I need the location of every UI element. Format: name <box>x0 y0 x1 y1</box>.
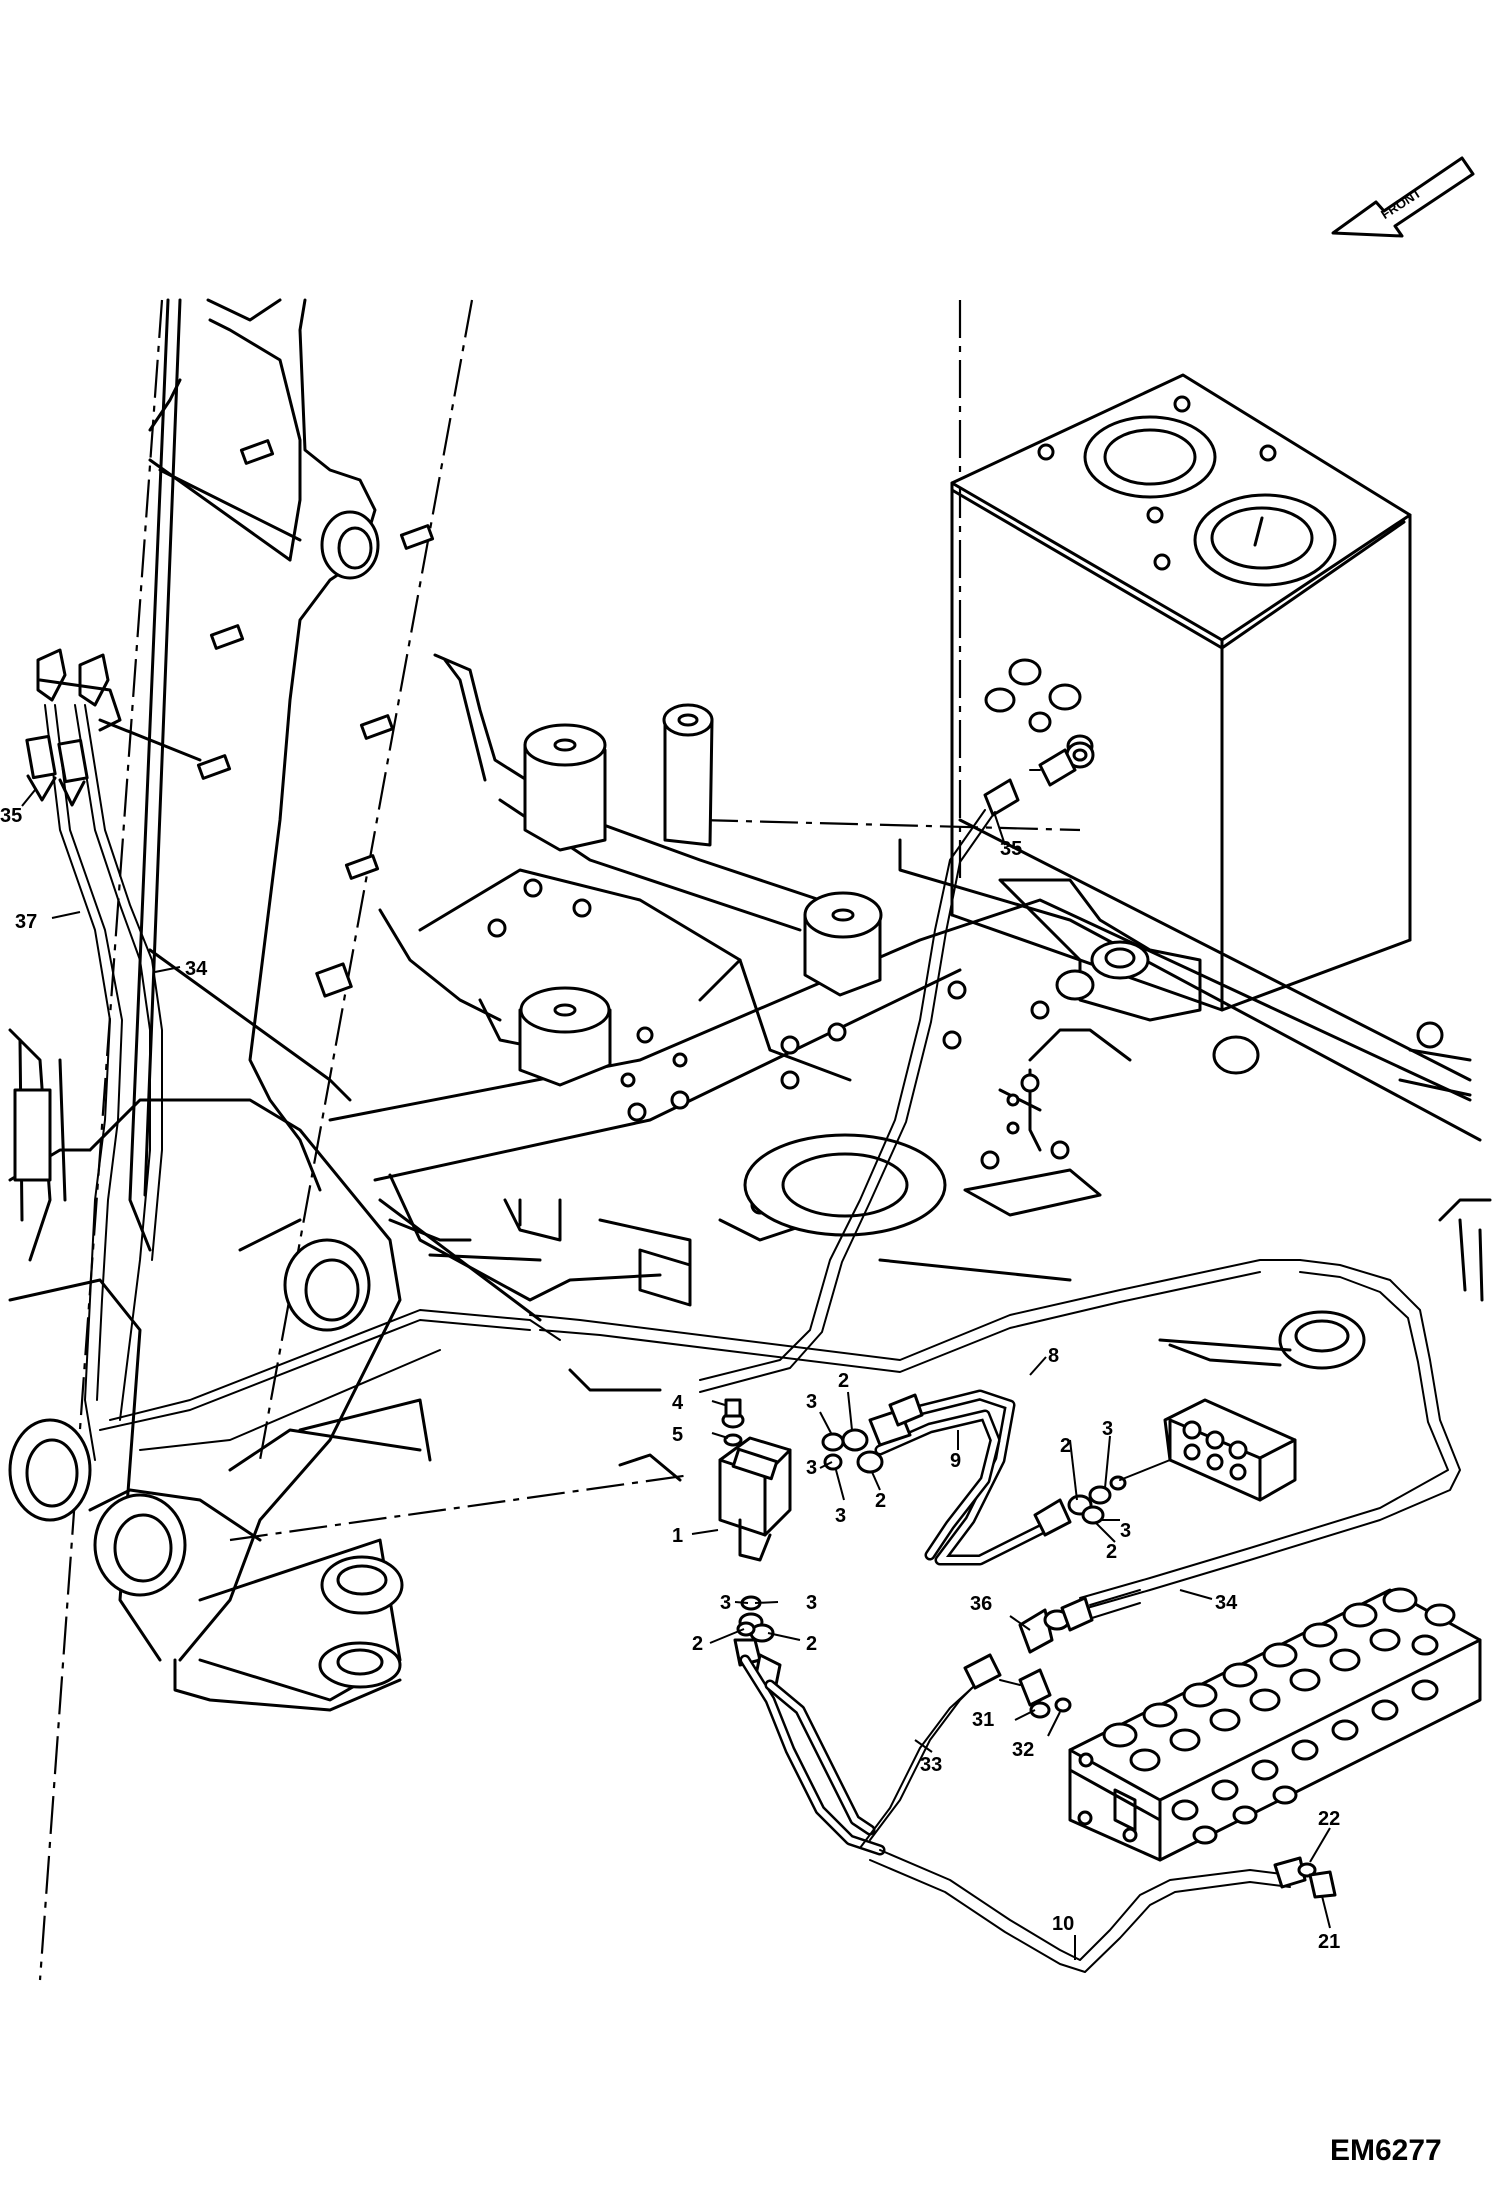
callout-22: 22 <box>1318 1808 1340 1830</box>
swing-bracket <box>8 1028 682 1712</box>
control-valve-block <box>1068 1587 1482 1862</box>
quick-coupler-right <box>983 741 1095 817</box>
fittings-group-right <box>1033 1398 1297 1537</box>
callout-34b: 34 <box>1215 1592 1238 1614</box>
callout-3g: 3 <box>806 1592 817 1614</box>
callout-3e: 3 <box>1120 1520 1131 1542</box>
valve-ports <box>1171 1679 1439 1845</box>
leader-lines <box>21 789 1331 1960</box>
callout-3f: 3 <box>720 1592 731 1614</box>
callout-4: 4 <box>672 1392 684 1414</box>
hose-35-long <box>699 809 996 1393</box>
callout-2c: 2 <box>1060 1435 1071 1457</box>
hose-33-10 <box>739 1653 1337 1973</box>
callout-32: 32 <box>1012 1739 1034 1761</box>
callout-5: 5 <box>672 1424 683 1446</box>
quick-coupler-group-left <box>25 648 202 807</box>
callout-labels: 35 37 34 35 8 9 4 5 1 3 2 3 3 2 2 3 3 2 … <box>0 805 1340 1953</box>
callout-2a: 2 <box>838 1370 849 1392</box>
front-arrow-icon: FRONT <box>1331 156 1475 238</box>
callout-3c: 3 <box>835 1505 846 1527</box>
callout-34a: 34 <box>185 958 208 980</box>
callout-36: 36 <box>970 1593 992 1615</box>
fittings-36-31-32 <box>999 1589 1141 1719</box>
callout-9: 9 <box>950 1450 961 1472</box>
left-hose-bundle <box>44 704 1301 1461</box>
hydraulic-tank <box>950 373 1412 1012</box>
callout-3d: 3 <box>1102 1418 1113 1440</box>
callout-33: 33 <box>920 1754 942 1776</box>
callout-3b: 3 <box>806 1457 817 1479</box>
callout-37: 37 <box>15 911 37 933</box>
callout-31: 31 <box>972 1709 994 1731</box>
callout-2d: 2 <box>1106 1541 1117 1563</box>
callout-2b: 2 <box>875 1490 886 1512</box>
boom <box>8 298 435 1662</box>
upper-frame <box>328 653 1492 1392</box>
callout-3a: 3 <box>806 1391 817 1413</box>
hose-8-9 <box>874 1389 1046 1566</box>
callout-35a: 35 <box>0 805 22 827</box>
figure-code: EM6277 <box>1330 2134 1442 2167</box>
callout-10: 10 <box>1052 1913 1074 1935</box>
callout-35b: 35 <box>1000 838 1022 860</box>
callout-2e: 2 <box>692 1633 703 1655</box>
callout-8: 8 <box>1048 1345 1059 1367</box>
callout-2f: 2 <box>806 1633 817 1655</box>
valve-spools <box>1102 1587 1456 1772</box>
valve-assembly <box>718 1393 924 1692</box>
callout-1: 1 <box>672 1525 683 1547</box>
callout-21: 21 <box>1318 1931 1340 1953</box>
hose-34-right <box>1079 1259 1461 1611</box>
